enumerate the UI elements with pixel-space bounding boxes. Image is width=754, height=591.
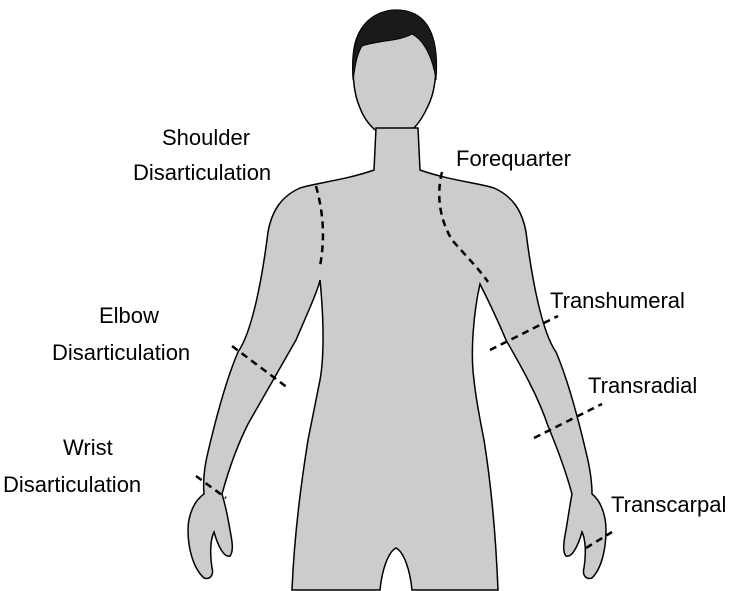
wrist-label-line2: Disarticulation: [3, 472, 141, 497]
forequarter-label: Forequarter: [456, 146, 571, 171]
shoulder-label-line1: Shoulder: [162, 125, 250, 150]
torso-and-arms: [188, 128, 606, 590]
transradial-label: Transradial: [588, 373, 697, 398]
elbow-label-line2: Disarticulation: [52, 340, 190, 365]
body-silhouette: [188, 10, 606, 590]
transhumeral-label: Transhumeral: [550, 288, 685, 313]
wrist-label-line1: Wrist: [63, 435, 113, 460]
transcarpal-label: Transcarpal: [611, 492, 726, 517]
shoulder-label-line2: Disarticulation: [133, 160, 271, 185]
elbow-label-line1: Elbow: [99, 303, 159, 328]
